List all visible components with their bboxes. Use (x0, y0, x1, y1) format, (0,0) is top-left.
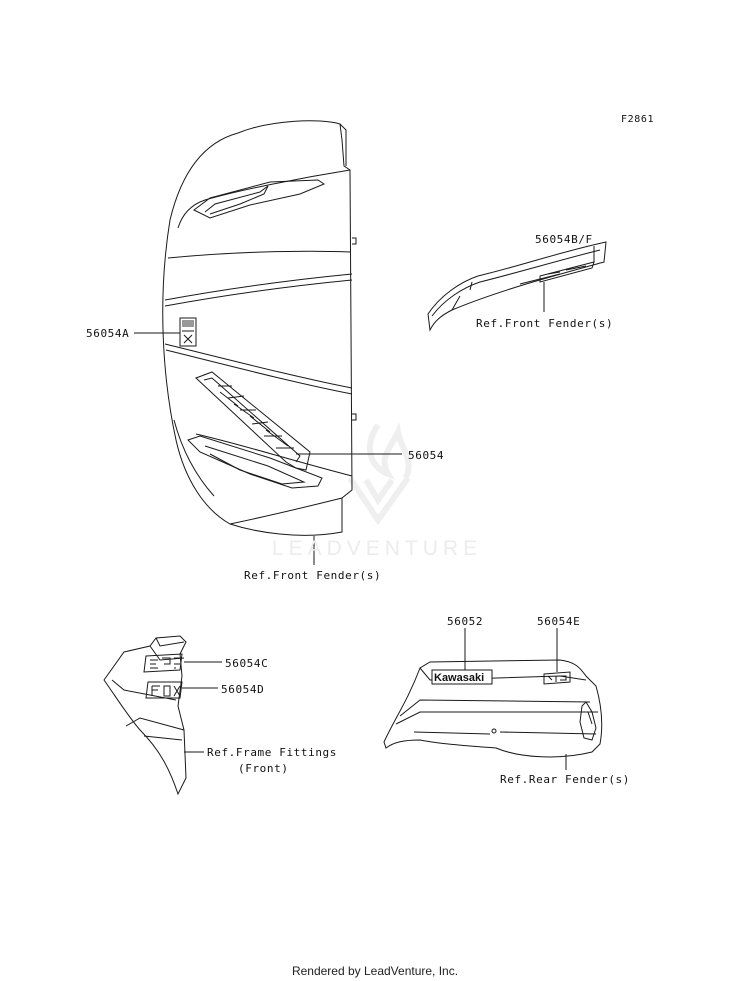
part-label-56054d[interactable]: 56054D (221, 683, 265, 696)
part-label-56052[interactable]: 56052 (447, 615, 484, 628)
ref-label-frame-fittings[interactable]: Ref.Frame Fittings (207, 746, 338, 759)
part-label-56054c[interactable]: 56054C (225, 657, 269, 670)
front-fender-decal-right (427, 241, 607, 332)
watermark-logo-icon (347, 421, 412, 526)
part-label-56054[interactable]: 56054 (408, 449, 445, 462)
part-label-56054a[interactable]: 56054A (86, 327, 130, 340)
decal-56054-stripe-icon (195, 371, 311, 471)
decal-56054a-icon (179, 317, 197, 347)
leader-lines-frame-fittings (182, 661, 222, 753)
leader-lines-rear-fender (464, 628, 567, 770)
ref-label-rear-fender[interactable]: Ref.Rear Fender(s) (500, 773, 631, 786)
part-label-56054e[interactable]: 56054E (537, 615, 581, 628)
footer-credit: Rendered by LeadVenture, Inc. (291, 964, 459, 978)
ref-label-front-fender-center[interactable]: Ref.Front Fender(s) (244, 569, 382, 582)
front-fender-outline (162, 120, 357, 536)
leader-lines-front-fender (134, 332, 402, 565)
frame-fittings-front (103, 635, 187, 796)
ref-label-front-fender-right[interactable]: Ref.Front Fender(s) (476, 317, 614, 330)
rear-fender (383, 659, 603, 758)
ref-label-frame-fittings-front[interactable]: (Front) (238, 762, 289, 775)
part-label-56054bf[interactable]: 56054B/F (535, 233, 593, 246)
watermark-text: LEADVENTURE (271, 537, 483, 560)
kawasaki-decal-text: Kawasaki (434, 672, 484, 684)
figure-id: F2861 (621, 114, 655, 125)
